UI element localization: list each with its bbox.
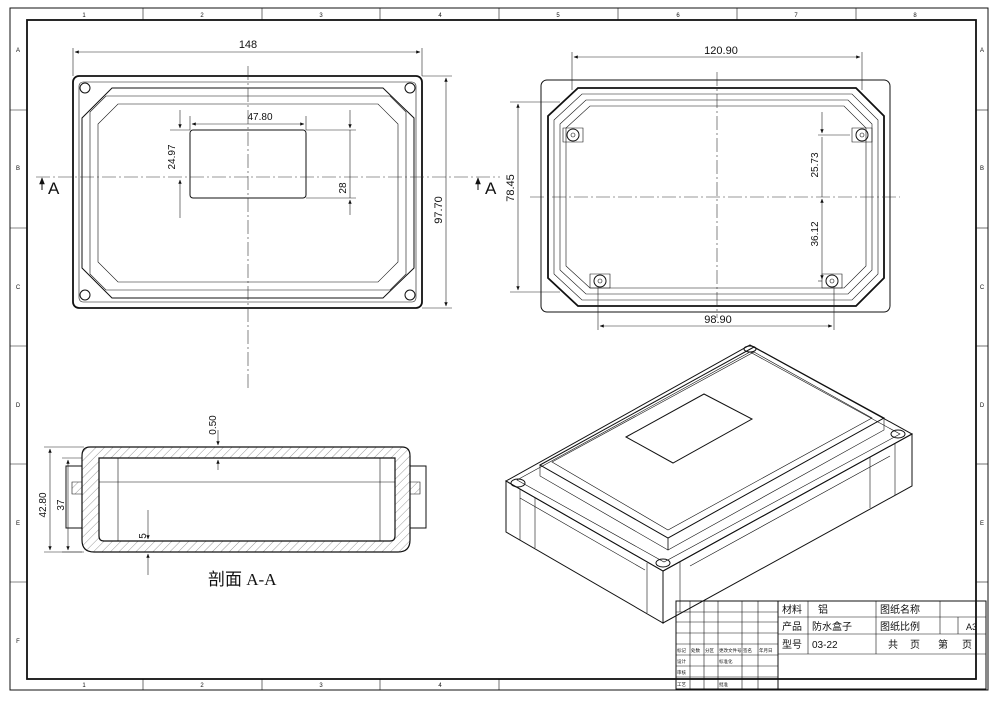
section-view: 0.50 42.80 37 5 剖面 A-A (38, 415, 427, 589)
corner-hole (404, 82, 416, 94)
dim-hole-spacing-y: 36.12 (810, 221, 821, 246)
product-label: 产品 (782, 620, 802, 633)
model-value: 03-22 (812, 640, 838, 651)
screw-boss (589, 273, 611, 289)
drawing-border: 1 2 3 4 5 6 7 8 1 2 3 4 A B C D E F A B … (9, 7, 989, 691)
corner-hole (404, 289, 416, 301)
col-label: 1 (82, 13, 86, 19)
rev-header: 处数 (691, 647, 700, 654)
col-label: 4 (438, 13, 442, 19)
scale-label: 图纸比例 (880, 620, 920, 633)
section-hatch (81, 446, 411, 553)
row-label: A (980, 48, 984, 54)
left-flange (65, 465, 83, 529)
row-label: B (980, 166, 984, 172)
inner-chamfer-outline (547, 87, 885, 307)
corner-hole (79, 289, 91, 301)
top-view-outline (72, 75, 423, 309)
row-label: F (16, 639, 20, 645)
rev-header: 签名 (743, 647, 752, 654)
page-label: 页 (962, 639, 972, 651)
pages-label: 页 (910, 639, 920, 651)
row-label: C (980, 285, 985, 291)
model-label: 型号 (782, 638, 802, 651)
iso-label-window (624, 393, 754, 464)
row-label: B (16, 166, 20, 172)
row-label: E (16, 521, 20, 527)
inner-view: 120.90 78.45 98.90 25.73 36.12 (505, 45, 900, 330)
section-caption: 剖面 A-A (208, 570, 277, 589)
title-block: 标记 处数 分区 更改文件号 签名 年月日 设计 标准化 审核 工艺 批准 材料… (675, 600, 987, 690)
dim-hole-offset-y: 25.73 (810, 152, 821, 177)
dim-inner-width: 120.90 (704, 45, 738, 57)
screw-boss (821, 273, 843, 289)
row-label: D (16, 403, 21, 409)
rev-header: 标记 (677, 647, 686, 654)
corner-hole (79, 82, 91, 94)
rev-header: 分区 (705, 647, 714, 654)
process-label: 工艺 (677, 682, 686, 687)
review-label: 审核 (677, 669, 686, 676)
dim-height: 97.70 (433, 196, 445, 224)
outer-frame (9, 7, 989, 691)
lid-top (538, 346, 886, 539)
rev-header: 年月日 (759, 647, 773, 654)
dim-inner-height: 78.45 (505, 174, 517, 202)
col-label: 1 (82, 683, 86, 689)
col-label: 7 (794, 13, 798, 19)
col-label: 8 (913, 13, 917, 19)
row-label: E (980, 521, 984, 527)
col-label: 2 (200, 683, 204, 689)
inner-view-frame (540, 79, 891, 313)
dim-window-width: 47.80 (247, 112, 272, 123)
dim-floor: 5 (138, 533, 149, 539)
sheet-size: A3 (966, 622, 977, 632)
screw-boss (562, 127, 584, 143)
section-mark-left: A (48, 179, 60, 198)
col-label: 3 (319, 13, 323, 19)
inner-frame (26, 19, 977, 680)
lid-chamfer-outline (81, 87, 415, 299)
top-view: 148 97.70 47.80 24.97 28 A A (36, 39, 500, 388)
col-label: 4 (438, 683, 442, 689)
dim-inner-depth: 37 (56, 499, 67, 511)
rev-header: 更改文件号 (719, 647, 742, 654)
sheet-label: 第 (938, 638, 948, 651)
approve-label: 批准 (719, 681, 728, 688)
drawing-name-label: 图纸名称 (880, 603, 920, 616)
dim-hole-spacing-x: 98.90 (704, 314, 732, 326)
section-mark-right: A (485, 179, 497, 198)
material-value: 铝 (818, 604, 828, 616)
row-label: A (16, 48, 20, 54)
dim-window-offset: 24.97 (167, 144, 178, 169)
isometric-view (504, 344, 914, 624)
dim-section-height: 42.80 (38, 492, 49, 517)
dim-wall: 0.50 (208, 415, 219, 435)
col-label: 3 (319, 683, 323, 689)
design-label: 设计 (677, 658, 686, 665)
right-flange (409, 465, 427, 529)
dim-window-height: 28 (338, 182, 349, 194)
col-label: 6 (676, 13, 680, 19)
total-label: 共 (888, 639, 898, 651)
row-label: D (980, 403, 985, 409)
row-label: C (16, 285, 21, 291)
material-label: 材料 (782, 603, 802, 616)
standard-label: 标准化 (719, 658, 733, 665)
dim-width: 148 (239, 39, 257, 51)
col-label: 5 (556, 13, 560, 19)
col-label: 2 (200, 13, 204, 19)
product-value: 防水盒子 (812, 620, 852, 633)
screw-boss (851, 127, 873, 143)
